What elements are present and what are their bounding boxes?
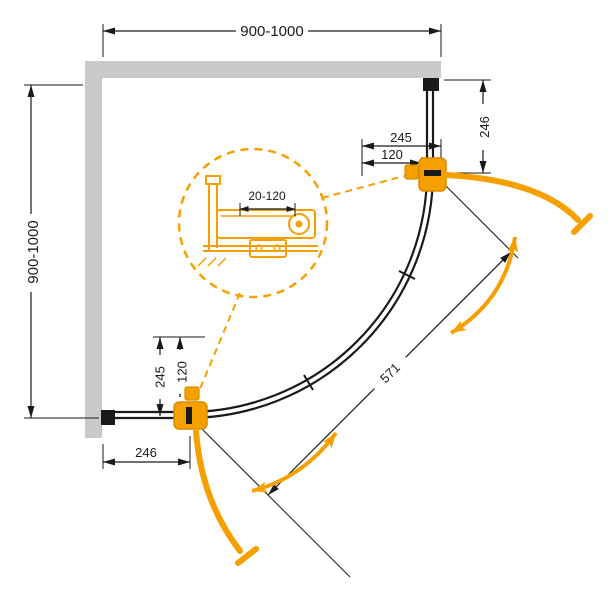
dim-571-diagonal: 571 [196,180,519,578]
dim-label-20-120: 20-120 [248,189,286,203]
detail-circle [177,147,329,299]
bottom-door-handle-bar [235,546,259,566]
bottom-roller-block [184,386,200,401]
dim-246-right: 246 [444,79,492,174]
dim-246-bottom: 246 [102,436,191,469]
dim-label-top-width: 900-1000 [240,23,303,40]
dim-label-left-height: 900-1000 [25,220,42,283]
label-mask [368,351,412,395]
bottom-door-open-position [193,428,243,554]
bottom-door-swing-arrow [251,431,338,493]
hatch-line [197,257,207,267]
roller-tick-lower [303,374,314,391]
roller-tick-upper [398,270,416,280]
left-wall [85,61,102,438]
dim-label-246-right: 246 [477,116,492,138]
dimensions: 900-1000 900-1000 245 120 246 [22,22,519,578]
top-handle-notch [424,170,441,176]
profile-cap [205,175,221,185]
dim-label-571-group: 571 [368,351,412,395]
dim-top-width: 900-1000 [102,22,442,57]
doors [173,157,593,566]
dim-20-120: 20-120 [239,189,296,216]
ext-line [440,180,519,259]
top-wall [85,61,441,78]
label-mask [473,104,492,150]
top-wall-profile [423,78,439,91]
roller-axle [295,220,303,228]
roller-mechanism-detail [197,175,318,267]
detail-bubble: 20-120 [177,147,405,397]
label-mask [22,214,41,292]
frame [101,78,439,425]
dim-label-246-bottom: 246 [135,445,157,460]
top-door-handle-bar [571,213,593,235]
dim-label-245-top: 245 [390,130,412,145]
bottom-wall-profile [101,410,115,425]
curved-glass-outer [186,171,435,420]
top-door-assembly [404,157,593,335]
bottom-door-assembly [173,386,338,566]
dim-label-245-bottom: 245 [153,366,168,388]
label-mask [151,355,168,399]
ext-line [196,423,351,578]
leader-to-bottom-handle [196,292,241,397]
bottom-handle-notch [186,407,192,424]
hatch-line [217,257,227,267]
clamp-screw [255,244,263,252]
label-mask [236,22,308,40]
walls [85,61,441,438]
roller-wheel [288,213,310,235]
dim-label-120-top: 120 [381,147,403,162]
top-roller-block [404,164,419,180]
top-door-swing-arrow [449,236,519,335]
top-door-open-position [443,172,581,223]
hatch-line [207,257,217,267]
dim-245-bottom: 245 [151,336,205,416]
glass-clamp [249,239,287,258]
dim-left-height: 900-1000 [22,84,99,419]
dim-120-bottom: 120 [173,337,190,397]
clamp-screw [273,244,281,252]
label-mask [173,350,190,394]
dim-label-120-bottom: 120 [175,361,190,383]
leader-to-top-handle [321,175,405,199]
curved-glass-inner [186,171,429,414]
